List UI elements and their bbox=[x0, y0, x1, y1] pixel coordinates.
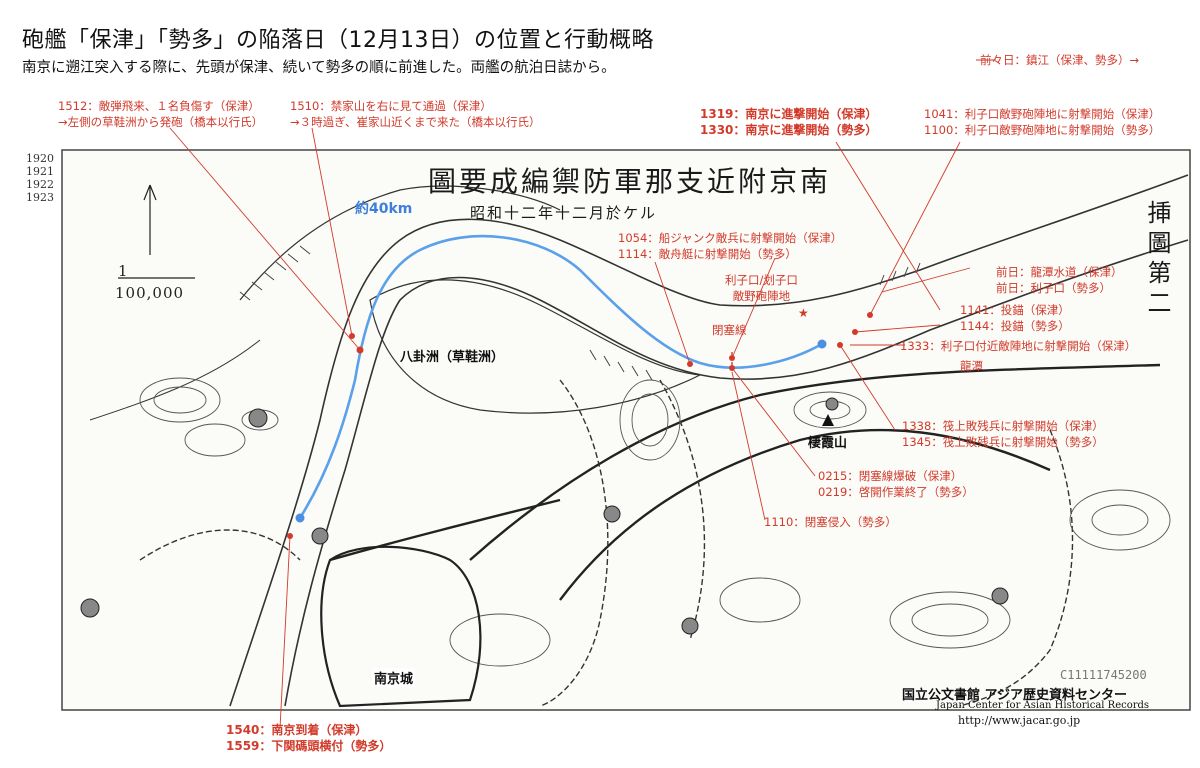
river-banks bbox=[89, 174, 1189, 707]
note-1110: 1110：閉塞侵入（勢多） bbox=[764, 515, 897, 529]
page-title: 砲艦「保津」「勢多」の陥落日（12月13日）の位置と行動概略 bbox=[22, 28, 654, 53]
note-1333: 1333：利子口付近敵陣地に射撃開始（保津） bbox=[900, 339, 1137, 353]
place-fort: 利子口/划子口 敵野砲陣地 bbox=[725, 273, 798, 303]
note-1338-1345: 1338：筏上敗残兵に射撃開始（保津） 1345：筏上敗残兵に射撃開始（勢多） bbox=[902, 419, 1104, 449]
scale-numerator: 1 bbox=[118, 262, 128, 280]
fort-star-icon: ★ bbox=[798, 306, 809, 320]
note-1054-1114: 1054：船ジャンク敵兵に射撃開始（保津） 1114：敵舟艇に射撃開始（勢多） bbox=[618, 231, 843, 261]
note-1510: 1510：禁家山を右に見て通過（保津） →３時過ぎ、崔家山近くまで来た（橋本以行… bbox=[290, 99, 541, 129]
place-longtan: 龍潭 bbox=[960, 359, 983, 373]
route-start-dot bbox=[295, 513, 305, 523]
place-bagua: 八卦洲（草鞋洲） bbox=[400, 350, 505, 365]
place-nanjing: 南京城 bbox=[372, 668, 416, 687]
note-1141-1144: 1141：投錨（保津） 1144：投錨（勢多） bbox=[960, 303, 1070, 333]
bank-hatching bbox=[239, 245, 921, 381]
place-qixia: 棲霞山 bbox=[808, 436, 848, 451]
place-blockade: 閉塞線 bbox=[712, 323, 747, 337]
note-0215-0219: 0215：閉塞線爆破（保津） 0219：啓開作業終了（勢多） bbox=[818, 469, 974, 499]
note-1041-1100: 1041：利子口敵野砲陣地に射撃開始（保津） 1100：利子口敵野砲陣地に射撃開… bbox=[924, 107, 1161, 137]
page-subtitle: 南京に遡江突入する際に、先頭が保津、続いて勢多の順に前進した。両艦の航泊日誌から… bbox=[22, 60, 616, 76]
defense-lines bbox=[139, 379, 1074, 707]
route-distance-label: 約40km bbox=[355, 201, 413, 217]
north-arrow bbox=[118, 184, 195, 279]
qixia-mountain-icon bbox=[822, 414, 834, 426]
prev-day-note: 前々日：鎮江（保津、勢多）→ bbox=[980, 53, 1140, 67]
jacar-url: http://www.jacar.go.jp bbox=[958, 714, 1081, 727]
map-years: 1920 1921 1922 1923 bbox=[26, 152, 54, 204]
map-title: 圖要成編禦防軍那支近附京南 bbox=[428, 165, 832, 198]
note-1319-1330: 1319：南京に進撃開始（保津） 1330：南京に進撃開始（勢多） bbox=[700, 107, 878, 137]
map-date-label: 昭和十二年十二月於ケル bbox=[470, 204, 658, 222]
leader-lines bbox=[169, 59, 996, 729]
nanjing-city-wall bbox=[320, 545, 482, 708]
reference-code: C11111745200 bbox=[1060, 668, 1147, 682]
jacar-name: 国立公文書館 アジア歴史資料センター bbox=[902, 688, 1128, 703]
ship-route bbox=[298, 234, 824, 520]
route-end-dot bbox=[817, 339, 827, 349]
note-1512: 1512：敵弾飛来、１名負傷す（保津） →左側の草鞋洲から発砲（橋本以行氏） bbox=[58, 99, 264, 129]
railways bbox=[329, 363, 1161, 601]
note-1540-1559: 1540：南京到着（保津） 1559：下関碼頭横付（勢多） bbox=[226, 723, 392, 753]
sheet-label: 挿圖第二 bbox=[1143, 200, 1171, 320]
scale-denominator: 100,000 bbox=[115, 284, 185, 302]
note-prev-day: 前日：龍潭水道（保津） 前日：利子口（勢多） bbox=[996, 265, 1123, 295]
forts bbox=[80, 397, 1009, 635]
map-frame bbox=[61, 149, 1191, 711]
jacar-english: Japan Center for Asian Historical Record… bbox=[936, 700, 1150, 711]
